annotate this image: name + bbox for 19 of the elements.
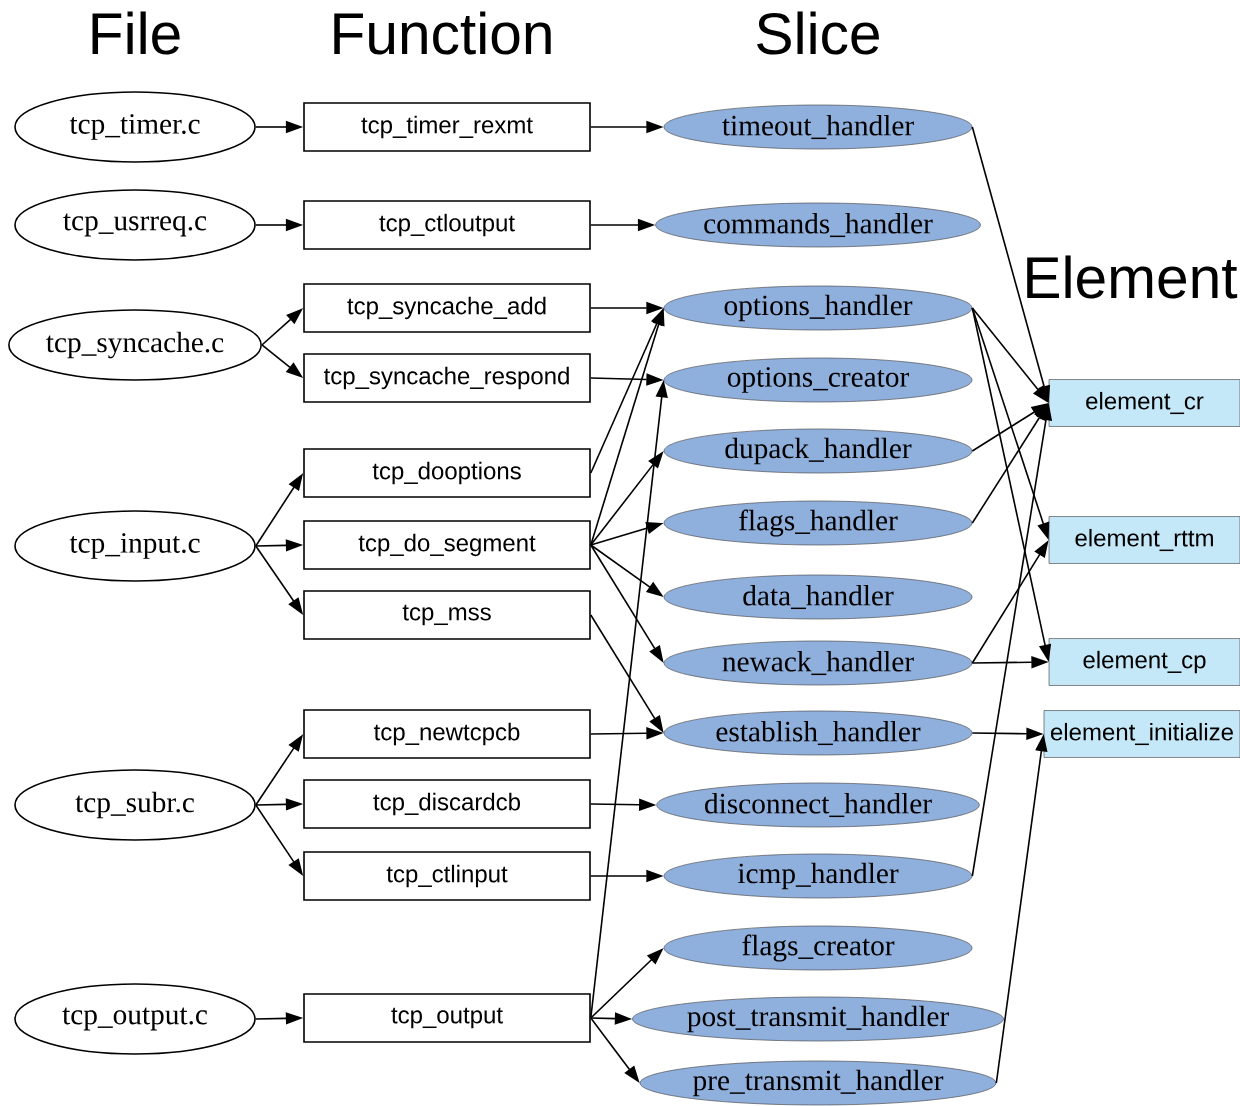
element-box: element_cp (1048, 638, 1240, 686)
function-box: tcp_do_segment (303, 520, 591, 570)
element-box: element_cr (1048, 379, 1240, 427)
function-box: tcp_timer_rexmt (303, 102, 591, 152)
element-box: element_rttm (1048, 516, 1240, 564)
column-heading: Slice (757, 11, 879, 55)
column-heading: Function (334, 11, 551, 55)
function-box: tcp_mss (303, 590, 591, 640)
element-box: element_initialize (1043, 710, 1240, 758)
function-box: tcp_ctlinput (303, 851, 591, 901)
function-box: tcp_newtcpcb (303, 709, 591, 759)
function-box: tcp_syncache_respond (303, 353, 591, 403)
function-box: tcp_syncache_add (303, 283, 591, 333)
column-heading: File (92, 11, 180, 55)
function-box: tcp_ctloutput (303, 200, 591, 250)
column-heading: Element (1027, 255, 1238, 299)
function-box: tcp_output (303, 993, 591, 1043)
function-box: tcp_discardcb (303, 779, 591, 829)
function-box: tcp_dooptions (303, 448, 591, 498)
